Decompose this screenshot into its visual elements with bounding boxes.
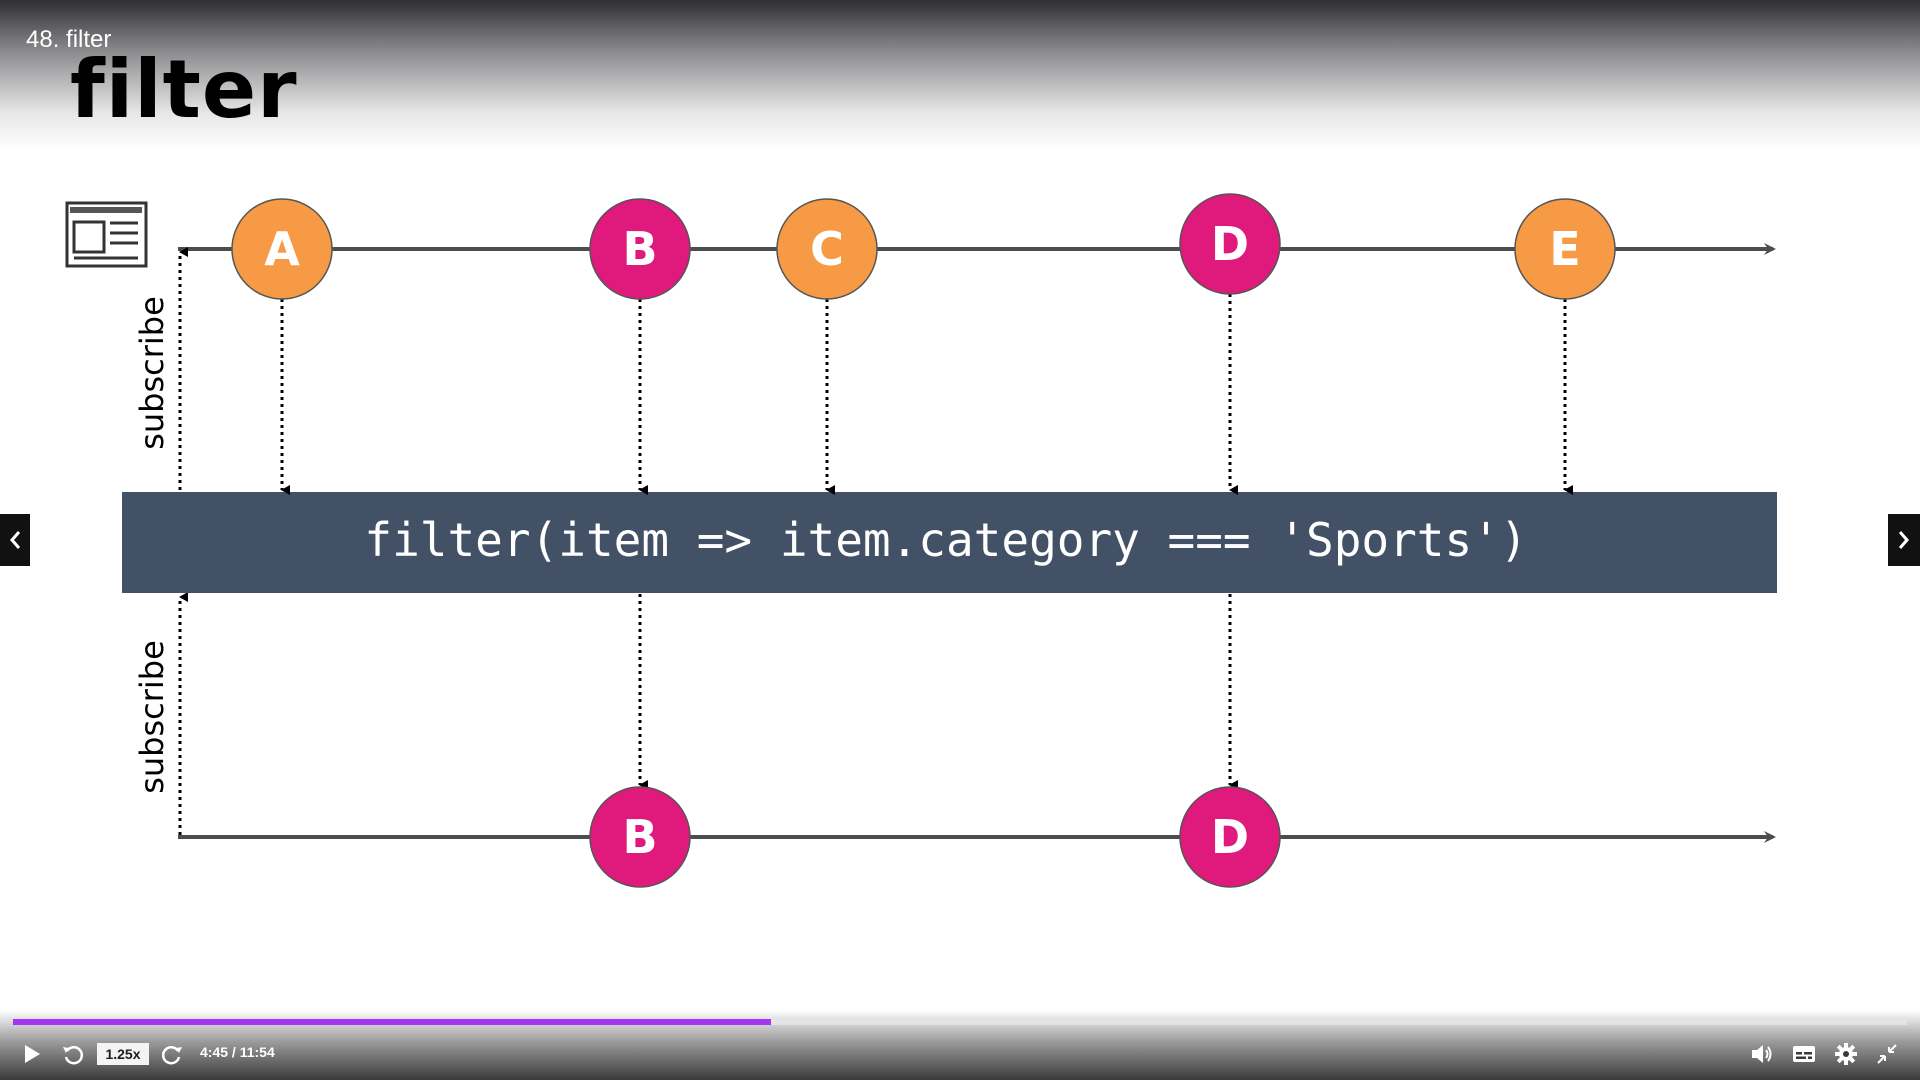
input-marble-d: D [1179, 193, 1281, 295]
next-slide-button[interactable] [1888, 514, 1920, 566]
input-marble-d-circle [1179, 193, 1281, 295]
input-marble-b-label: B [622, 222, 657, 276]
input-marble-e-label: E [1549, 222, 1580, 276]
output-marble-b: B [589, 786, 691, 888]
input-marble-c-circle [776, 198, 878, 300]
volume-button[interactable] [1750, 1042, 1774, 1066]
captions-button[interactable] [1792, 1042, 1816, 1066]
input-marble-d-label: D [1211, 217, 1249, 271]
exit-fullscreen-icon [1877, 1044, 1897, 1064]
forward-icon [161, 1046, 182, 1065]
marble-diagram: subscribe subscribe filter(item => item.… [65, 193, 1777, 888]
rewind-icon [63, 1046, 84, 1065]
header-gradient [0, 0, 1920, 150]
gear-icon [1835, 1043, 1857, 1065]
input-marble-a-circle [231, 198, 333, 300]
rewind-button[interactable] [61, 1042, 85, 1066]
current-time: 4:45 [200, 1044, 229, 1060]
play-icon [25, 1045, 40, 1063]
time-display: 4:45 / 11:54 [200, 1044, 275, 1060]
forward-button[interactable] [160, 1042, 184, 1066]
exit-fullscreen-button[interactable] [1876, 1042, 1898, 1066]
settings-button[interactable] [1834, 1042, 1858, 1066]
chevron-right-icon [1898, 531, 1909, 549]
captions-icon [1793, 1046, 1815, 1062]
output-marble-d: D [1179, 786, 1281, 888]
progress-played [13, 1019, 771, 1025]
previous-slide-button[interactable] [0, 514, 30, 566]
play-button[interactable] [22, 1042, 42, 1066]
input-marble-b: B [589, 198, 691, 300]
input-marble-b-circle [589, 198, 691, 300]
subscribe-label-top: subscribe [133, 296, 171, 450]
operator-box [122, 492, 1777, 593]
output-marble-b-label: B [622, 810, 657, 864]
input-marble-c: C [776, 198, 878, 300]
chevron-left-icon [10, 531, 21, 549]
duration: 11:54 [239, 1044, 275, 1060]
time-separator: / [228, 1044, 240, 1060]
input-marble-a: A [231, 198, 333, 300]
input-marble-e: E [1514, 198, 1616, 300]
input-marble-c-label: C [810, 222, 844, 276]
subscribe-label-bottom: subscribe [133, 640, 171, 794]
input-marble-a-label: A [264, 222, 300, 276]
progress-bar[interactable] [13, 1019, 1907, 1025]
operator-code: filter(item => item.category === 'Sports… [364, 513, 1527, 567]
lecture-title: 48. filter [26, 26, 112, 53]
input-marble-e-circle [1514, 198, 1616, 300]
output-marble-d-label: D [1211, 810, 1249, 864]
output-marble-b-circle [589, 786, 691, 888]
output-marble-d-circle [1179, 786, 1281, 888]
slide-title: filter [70, 43, 298, 136]
playback-speed-button[interactable]: 1.25x [97, 1043, 149, 1065]
news-feed-icon [65, 201, 148, 268]
volume-icon [1752, 1045, 1772, 1063]
